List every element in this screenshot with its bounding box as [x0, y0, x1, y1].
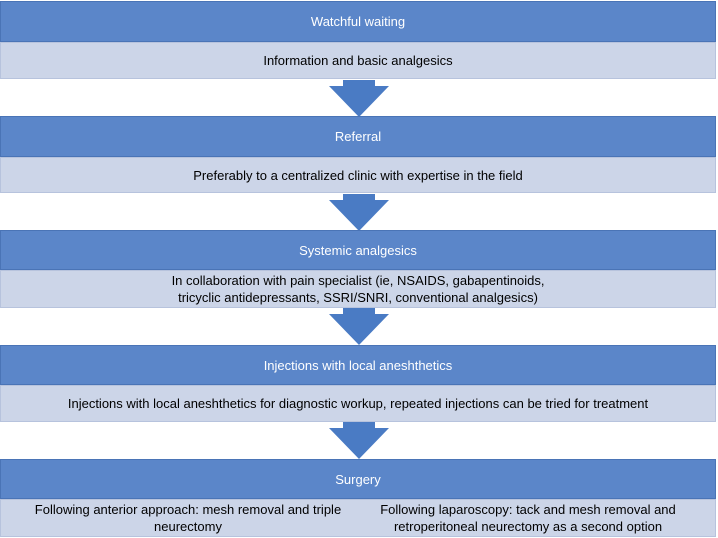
step-header-watchful-waiting: Watchful waiting [0, 1, 716, 42]
step-description: Injections with local aneshthetics for d… [67, 396, 649, 411]
step-description-line: neurectomy [154, 519, 222, 534]
step-description-line: retroperitoneal neurectomy as a second o… [393, 519, 663, 534]
step-title: Systemic analgesics [299, 242, 417, 258]
down-arrow-icon [329, 80, 389, 117]
step-body-referral: Preferably to a centralized clinic with … [0, 157, 716, 193]
step-header-systemic-analgesics: Systemic analgesics [0, 230, 716, 270]
step-body-injections: Injections with local aneshthetics for d… [0, 385, 716, 422]
surgery-option-laparoscopy: Following laparoscopy: tack and mesh rem… [363, 501, 693, 535]
step-description-line: In collaboration with pain specialist (i… [171, 273, 545, 288]
step-header-injections: Injections with local aneshthetics [0, 345, 716, 385]
down-arrow-icon [329, 422, 389, 459]
down-arrow-icon [329, 308, 389, 345]
step-title: Watchful waiting [310, 14, 406, 29]
step-description-line: Following laparoscopy: tack and mesh rem… [380, 502, 676, 517]
down-arrow-icon [329, 194, 389, 231]
step-description: Information and basic analgesics [263, 53, 453, 68]
step-header-referral: Referral [0, 116, 716, 157]
step-body-watchful-waiting: Information and basic analgesics [0, 42, 716, 79]
step-title: Surgery [335, 471, 381, 487]
step-description: Preferably to a centralized clinic with … [193, 167, 523, 183]
step-description-line: Following anterior approach: mesh remova… [34, 502, 342, 517]
step-title: Injections with local aneshthetics [263, 357, 453, 373]
step-title: Referral [334, 129, 382, 144]
surgery-option-anterior: Following anterior approach: mesh remova… [23, 501, 353, 535]
step-header-surgery: Surgery [0, 459, 716, 499]
step-body-surgery: Following anterior approach: mesh remova… [0, 499, 716, 537]
step-description-line: tricyclic antidepressants, SSRI/SNRI, co… [178, 290, 538, 305]
step-body-systemic-analgesics: In collaboration with pain specialist (i… [0, 270, 716, 308]
